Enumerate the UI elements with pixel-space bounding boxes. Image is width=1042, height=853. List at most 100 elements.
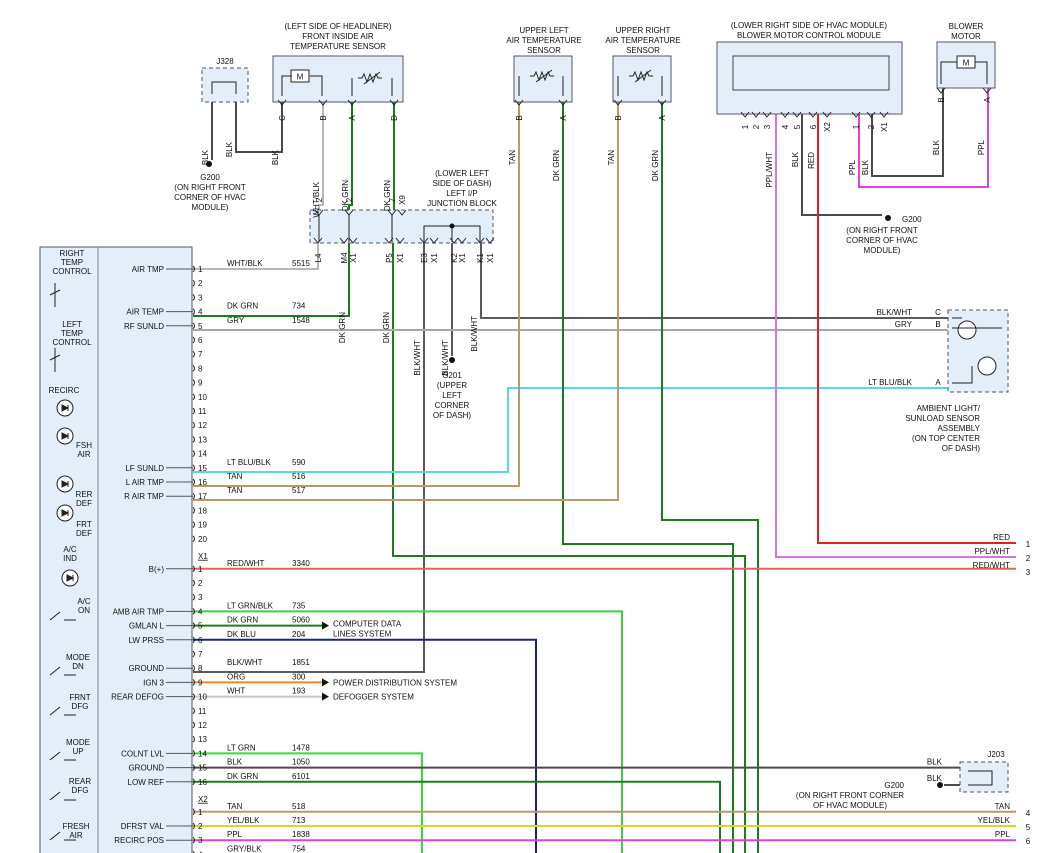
g201-label: CORNER xyxy=(435,401,470,410)
pin-function: LF SUNLD xyxy=(125,464,164,473)
pin-number: 2 xyxy=(752,124,761,129)
pin-number: 3 xyxy=(198,593,203,602)
pin-number: 13 xyxy=(198,435,207,444)
wire-color-label: BLK/WHT xyxy=(470,316,479,352)
g200-right-ground xyxy=(885,215,891,221)
pin-number: 16 xyxy=(198,478,207,487)
connector-name: X1 xyxy=(198,552,208,561)
control-label: CONTROL xyxy=(52,267,92,276)
wire-color-label: BLK xyxy=(201,149,210,165)
pin-number: 13 xyxy=(198,735,207,744)
wire-color-label: BLK xyxy=(225,141,234,157)
circuit-number: 1851 xyxy=(292,658,310,667)
wire-color: DK GRN xyxy=(227,616,258,625)
wire-color: DK GRN xyxy=(227,302,258,311)
pin-number: 6 xyxy=(809,124,818,129)
left-ip-junction-block xyxy=(309,209,494,244)
pin-number: X1 xyxy=(349,253,358,263)
pin-connector xyxy=(192,764,195,771)
control-label: A/C xyxy=(77,597,91,606)
continuation-number: 3 xyxy=(1026,568,1031,577)
pin-chevron xyxy=(449,237,459,244)
light-sensor-icon xyxy=(977,356,997,376)
pin-number: 15 xyxy=(198,464,207,473)
control-label: LEFT xyxy=(62,320,82,329)
wire-color: GRY/BLK xyxy=(227,844,262,853)
circuit-number: 1548 xyxy=(292,316,310,325)
pin-chevron xyxy=(982,87,992,94)
pin-letter: A xyxy=(348,115,357,121)
upper-right-sensor xyxy=(612,55,672,103)
pin-connector xyxy=(192,464,195,472)
pin-number: X9 xyxy=(398,195,407,205)
wire-color-label: BLK xyxy=(932,139,941,155)
g201-label: OF DASH) xyxy=(433,411,472,420)
wire-p5 xyxy=(392,243,746,853)
pin-number: X1 xyxy=(396,253,405,263)
pin-letter: A xyxy=(658,115,667,121)
control-label: FSH xyxy=(76,441,92,450)
wire-color-label: BLK/WHT xyxy=(413,340,422,376)
pin-connector xyxy=(192,336,195,344)
pin-chevron xyxy=(395,237,405,244)
diode-icon xyxy=(61,432,70,440)
pin-number: 4 xyxy=(781,124,790,129)
wire-color-label: RED xyxy=(993,533,1010,542)
pin-number: 1 xyxy=(198,565,203,574)
junction-block-label: SIDE OF DASH) xyxy=(432,179,491,188)
pin-connector xyxy=(192,650,195,658)
circuit-number: 517 xyxy=(292,486,306,495)
pin-connector xyxy=(192,322,195,330)
junction-internal xyxy=(318,214,481,242)
ambient-sensor-label: ASSEMBLY xyxy=(937,424,980,433)
wire-color-label: BLK/WHT xyxy=(441,340,450,376)
pin-number: L4 xyxy=(314,253,323,262)
pin-connector xyxy=(192,308,195,315)
g200-right-label: (ON RIGHT FRONT xyxy=(846,226,918,235)
continuation-number: 2 xyxy=(1026,554,1031,563)
control-label: TEMP xyxy=(61,329,83,338)
sensor-internal xyxy=(617,76,663,96)
pin-number: 20 xyxy=(198,535,207,544)
j203-jumper xyxy=(968,770,993,786)
j328-connector xyxy=(201,67,249,103)
pin-number: X1 xyxy=(880,122,889,132)
pin-number: 5 xyxy=(198,322,203,331)
g201-label: LEFT xyxy=(442,391,462,400)
wire-sunload-c xyxy=(480,243,948,319)
upper-left-sensor xyxy=(513,55,573,103)
wire-air-tmp xyxy=(193,243,319,270)
pin-number: 9 xyxy=(198,678,203,687)
wire-l-air-tmp xyxy=(193,102,520,487)
wire-color-label: PPL xyxy=(848,159,857,175)
pin-number: 4 xyxy=(198,308,203,317)
pin-connector xyxy=(192,636,195,644)
switch-icon xyxy=(49,666,76,676)
pin-number: E3 xyxy=(420,253,429,263)
g200-right-label: CORNER OF HVAC xyxy=(846,236,918,245)
wire-color-label: TAN xyxy=(607,150,616,166)
circuit-number: 754 xyxy=(292,844,306,853)
circuit-number: 193 xyxy=(292,687,306,696)
pin-function: B(+) xyxy=(149,565,165,574)
wire-color: BLK/WHT xyxy=(227,658,263,667)
wire-color-label: TAN xyxy=(995,802,1011,811)
wire-ur-a xyxy=(661,102,759,853)
pin-number: 2 xyxy=(198,279,203,288)
switch-icon xyxy=(49,831,76,841)
potentiometer-icon xyxy=(49,348,61,372)
thermistor-icon xyxy=(358,71,382,85)
pin-number: X1 xyxy=(486,253,495,263)
pin-function: AIR TMP xyxy=(132,265,164,274)
pin-chevron xyxy=(558,99,568,106)
g200-right-label: MODULE) xyxy=(864,246,901,255)
g201-label: G201 xyxy=(442,371,462,380)
pin-connector xyxy=(192,593,195,601)
wire-j328-sensor xyxy=(235,102,283,153)
pin-chevron xyxy=(348,237,358,244)
wire-color-label: PPL/WHT xyxy=(974,547,1010,556)
junction-block-label: (LOWER LEFT xyxy=(435,169,489,178)
upper-right-sensor-label: AIR TEMPERATURE xyxy=(605,36,680,45)
pin-number: 1 xyxy=(198,265,203,274)
